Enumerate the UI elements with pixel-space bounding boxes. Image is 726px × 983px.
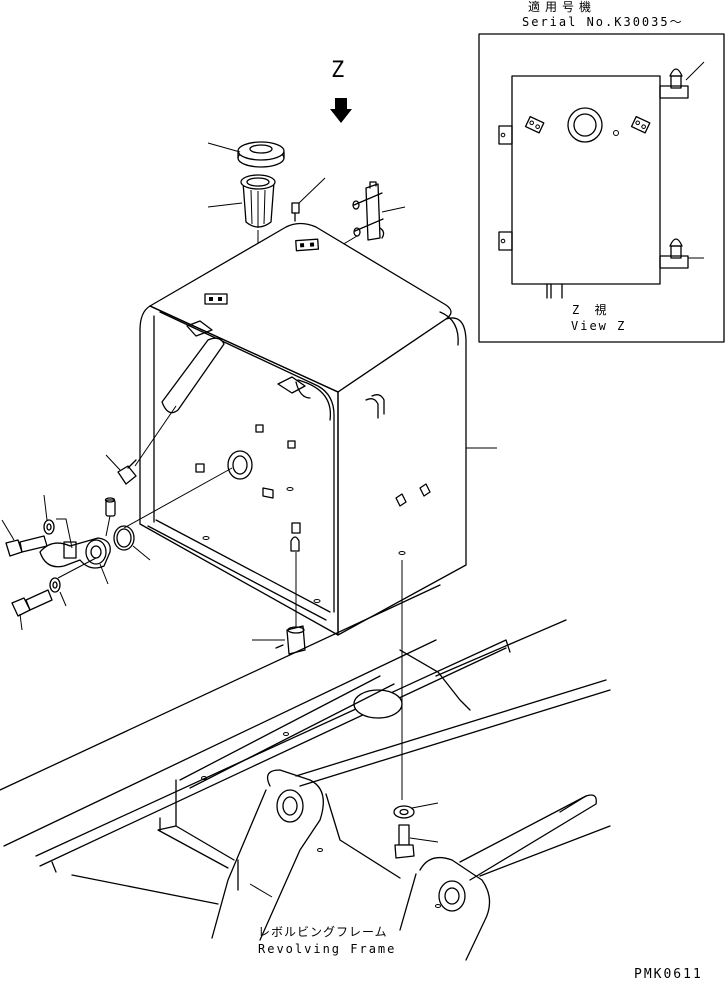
drain-valve-assembly [252,522,306,655]
mount-bolt [393,560,439,859]
sender-unit [105,405,177,485]
flange-fittings [1,467,233,631]
frame-label-en: Revolving Frame [258,942,397,956]
inset-view-en: View Z [571,319,627,333]
revolving-frame [0,584,611,961]
view-z-inset [478,33,725,343]
view-arrow-label: Z [331,58,345,83]
filler-cap [207,141,285,168]
view-z-arrow [330,98,352,123]
inset-view-jp: Z 視 [572,303,611,317]
frame-label-jp: レボルビングフレーム [258,925,388,939]
inset-serial-label: Serial No.K30035～ [522,15,684,29]
inset-header-jp: 適用号機 [528,0,597,14]
drawing-code: PMK0611 [634,967,703,982]
fuel-tank [139,222,497,636]
filler-strainer [207,174,276,262]
